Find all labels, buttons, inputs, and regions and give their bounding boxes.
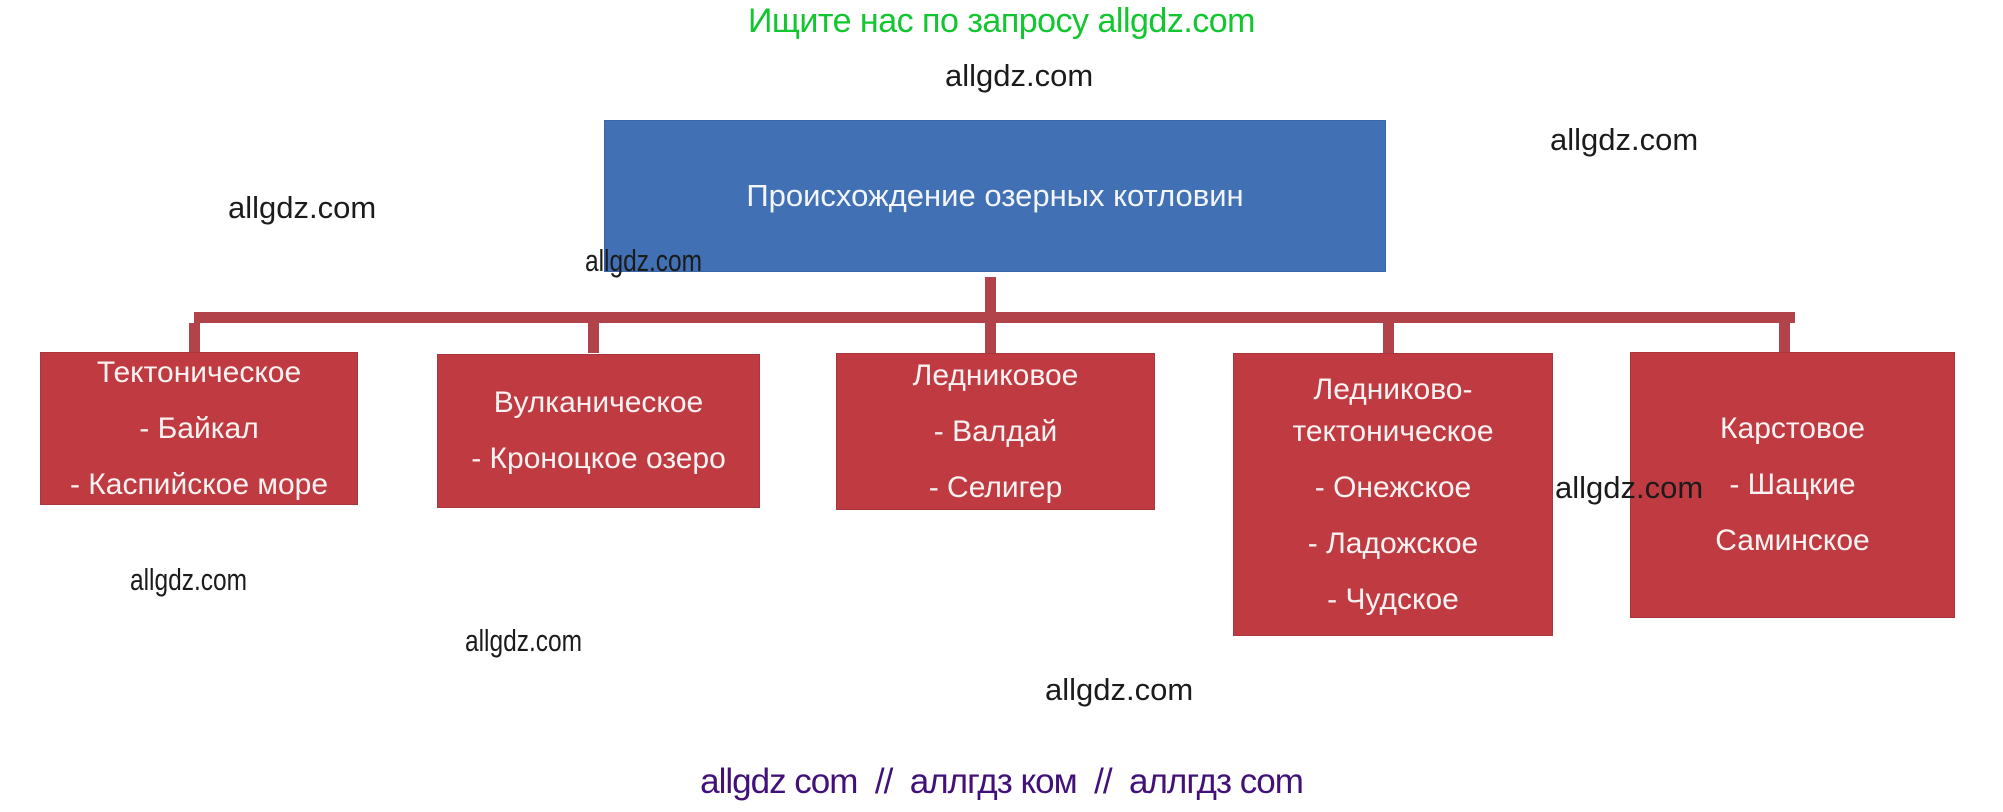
node-line: Ледниковое [912,358,1079,392]
watermark-text: allgdz.com [130,562,248,597]
watermark: allgdz.com [1550,122,1699,157]
node-line: - Байкал [139,411,259,445]
node-line: - Ладожское [1307,526,1479,560]
root-node-label: Происхождение озерных котловин [746,178,1244,213]
connector-branch-stub [1383,323,1394,353]
diagram-root-node: Происхождение озерных котловин [604,120,1386,272]
watermark: allgdz.com [465,623,613,659]
watermark: allgdz.com [945,58,1094,93]
connector-horizontal-line [194,312,1795,323]
branch-node-karst: Карстовое - Шацкие Саминское [1630,352,1955,618]
node-line: Саминское [1715,524,1870,557]
node-line: - Каспийское море [69,467,329,501]
watermark: allgdz.com [585,243,733,279]
node-line: - Онежское [1314,470,1472,504]
watermark: allgdz.com [1045,672,1194,707]
connector-branch-stub [1779,323,1790,353]
node-line: Вулканическое [493,386,704,419]
node-line: Тектоническое [96,355,302,389]
node-line: - Кроноцкое озеро [471,442,726,475]
watermark: allgdz.com [130,562,278,598]
branch-node-glacial-tectonic: Ледниково-тектоническое - Онежское - Лад… [1233,353,1553,636]
watermark-text: allgdz.com [465,623,583,658]
node-line: - Валдай [933,414,1058,448]
node-line: - Селигер [928,470,1063,504]
branch-node-tectonic: Тектоническое - Байкал - Каспийское море [40,352,358,505]
connector-branch-stub [985,323,996,353]
node-line: Ледниково-тектоническое [1292,372,1494,448]
node-line: - Чудское [1327,582,1459,616]
connector-root-stub [985,277,996,313]
connector-branch-stub [189,323,200,353]
watermark: allgdz.com [1555,470,1704,505]
watermark: allgdz.com [228,190,377,225]
node-line: - Шацкие [1729,468,1856,501]
promo-banner-text: Ищите нас по запросу allgdz.com [747,2,1256,40]
branch-node-glacial: Ледниковое - Валдай - Селигер [836,353,1155,510]
branch-node-volcanic: Вулканическое - Кроноцкое озеро [437,354,760,508]
footer-watermark-text: allgdz com // аллгдз ком // аллгдз com [700,762,1304,801]
watermark-text: allgdz.com [585,243,703,278]
connector-branch-stub [588,323,599,353]
node-line: Карстовое [1720,412,1865,445]
